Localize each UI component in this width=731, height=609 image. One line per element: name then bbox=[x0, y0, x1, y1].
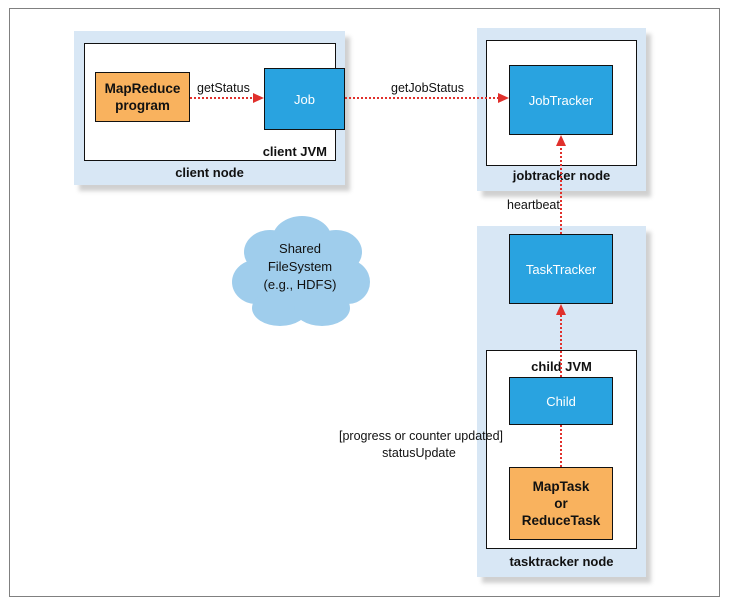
job-box: Job bbox=[264, 68, 345, 130]
maptask-label: MapTask or ReduceTask bbox=[521, 479, 601, 528]
child-jvm-label: child JVM bbox=[531, 359, 592, 374]
tasktracker-node-label: tasktracker node bbox=[509, 554, 614, 569]
child-box: Child bbox=[509, 377, 613, 425]
mapreduce-program-label: MapReduce program bbox=[104, 81, 181, 113]
child-label: Child bbox=[546, 393, 576, 409]
client-node: client JVM client node bbox=[74, 31, 345, 185]
figure-frame bbox=[9, 8, 720, 597]
jobtracker-node-label: jobtracker node bbox=[512, 168, 611, 183]
status-update-label: [progress or counter updated] statusUpda… bbox=[339, 429, 503, 460]
get-job-status-label: getJobStatus bbox=[391, 81, 464, 95]
tasktracker-label: TaskTracker bbox=[525, 261, 597, 277]
job-label: Job bbox=[294, 91, 315, 107]
mapreduce-program-box: MapReduce program bbox=[95, 72, 190, 122]
get-status-label: getStatus bbox=[197, 81, 250, 95]
shared-filesystem-label: Shared FileSystem (e.g., HDFS) bbox=[263, 241, 337, 292]
maptask-box: MapTask or ReduceTask bbox=[509, 467, 613, 540]
jobtracker-label: JobTracker bbox=[528, 92, 594, 108]
client-node-label: client node bbox=[175, 165, 244, 180]
client-jvm-label: client JVM bbox=[262, 144, 327, 159]
jobtracker-box: JobTracker bbox=[509, 65, 613, 135]
tasktracker-box: TaskTracker bbox=[509, 234, 613, 304]
heartbeat-label: heartbeat bbox=[507, 198, 560, 212]
